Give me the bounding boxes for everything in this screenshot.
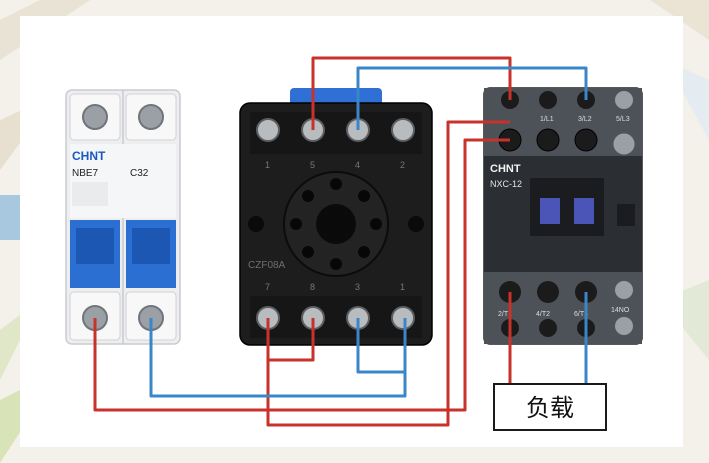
blue-wire-jumper [356, 318, 405, 374]
contactor-screw-aux[interactable] [612, 132, 636, 156]
circuit-breaker: CHNT NBE7 C32 [65, 89, 181, 345]
red-wire-jumper [268, 318, 315, 362]
base-screw-bottom-4[interactable] [391, 306, 415, 330]
base-label-top-4: 2 [400, 160, 405, 170]
contactor-armature-right[interactable] [574, 198, 594, 224]
contactor-screw-aux-bottom[interactable] [615, 281, 633, 299]
breaker-screw-top-right[interactable] [138, 104, 164, 130]
contactor-screw-aux-top[interactable] [615, 91, 633, 109]
load-box: 负载 [493, 383, 607, 431]
contactor-label-top-1: 1/L1 [540, 116, 554, 123]
base-label-bottom-4: 1 [400, 282, 405, 292]
base-screw-top-1[interactable] [256, 118, 280, 142]
base-label-top-2: 5 [310, 160, 315, 170]
relay-base: 1 5 4 2 CZF08A 7 8 3 1 [239, 88, 433, 346]
blue-wire-breaker-to-base [149, 318, 407, 398]
base-label-top-1: 1 [265, 160, 270, 170]
red-wire-base-bottom [266, 120, 510, 427]
base-label-top-3: 4 [355, 160, 360, 170]
contactor-label-top-2: 3/L2 [578, 116, 592, 123]
contactor-screw-top-1[interactable] [539, 91, 557, 109]
base-label-bottom-1: 7 [265, 282, 270, 292]
load-label: 负载 [526, 394, 574, 422]
red-wire-base-to-coil [311, 56, 512, 130]
contactor-aux-label: 14NO [611, 307, 630, 314]
contactor-brand: CHNT [490, 163, 521, 175]
wires [93, 56, 588, 427]
red-wire-breaker-to-contactor [93, 138, 510, 412]
contactor: 1/L1 3/L2 5/L3 CHNT NXC-12 14NO 2/T1 4/T… [483, 87, 643, 345]
breaker-rating: C32 [130, 168, 149, 179]
contactor-screw-l2[interactable] [536, 128, 560, 152]
contactor-label-top-3: 5/L3 [616, 116, 630, 123]
base-screw-top-4[interactable] [391, 118, 415, 142]
contactor-label-bottom-3: 6/T3 [574, 311, 588, 318]
base-model: CZF08A [248, 260, 286, 271]
base-label-bottom-2: 8 [310, 282, 315, 292]
contactor-screw-t2[interactable] [537, 281, 559, 303]
breaker-brand: CHNT [72, 149, 106, 163]
contactor-armature-left[interactable] [540, 198, 560, 224]
breaker-screw-top-left[interactable] [82, 104, 108, 130]
contactor-model: NXC-12 [490, 179, 522, 189]
contactor-label-bottom-1: 2/T1 [498, 311, 512, 318]
breaker-model: NBE7 [72, 168, 99, 179]
base-label-bottom-3: 3 [355, 282, 360, 292]
contactor-screw-l3[interactable] [574, 128, 598, 152]
blue-wire-base-to-contactor [356, 66, 588, 130]
contactor-label-bottom-2: 4/T2 [536, 311, 550, 318]
